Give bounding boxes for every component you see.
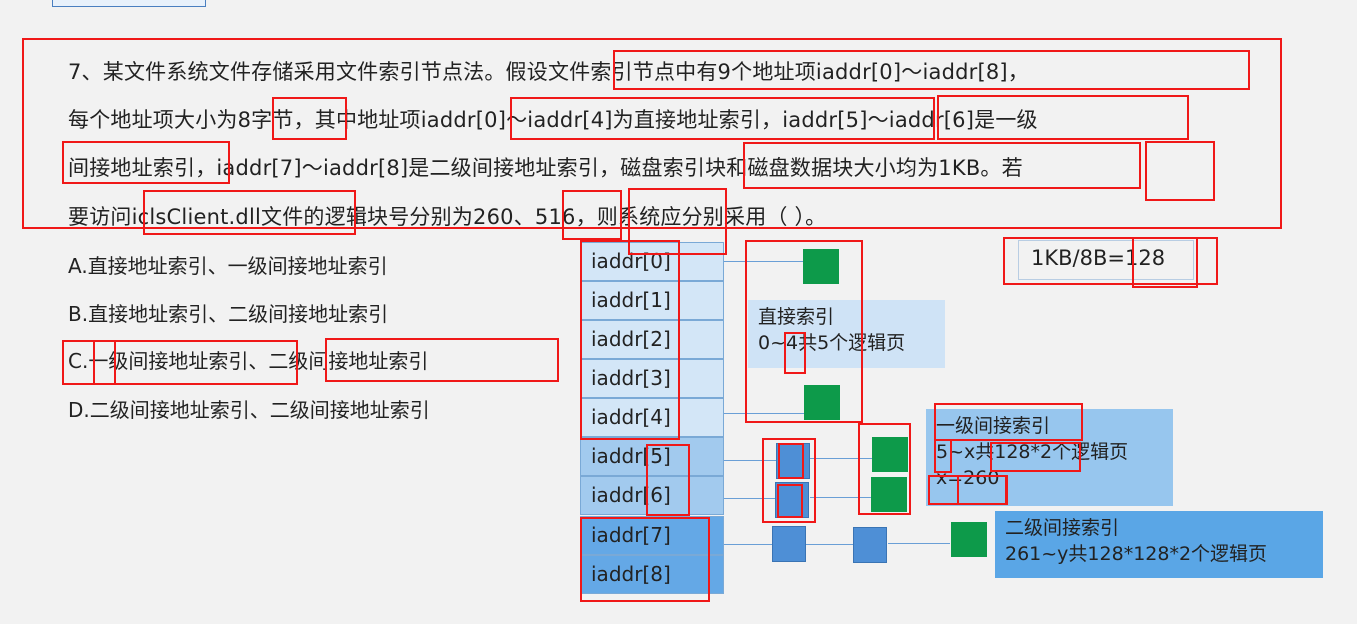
annotation-box xyxy=(957,475,1007,505)
question-line-3: 间接地址索引，iaddr[7]～iaddr[8]是二级间接地址索引，磁盘索引块和… xyxy=(68,156,1023,180)
arrow xyxy=(724,261,804,262)
annotation-box xyxy=(743,142,1141,189)
annotation-box xyxy=(762,438,816,523)
annotation-box xyxy=(22,38,1282,229)
slide-tab xyxy=(52,0,206,7)
arrow xyxy=(724,544,772,545)
iaddr-cell: iaddr[7] xyxy=(580,516,724,555)
annotation-box xyxy=(62,141,230,184)
annotation-box xyxy=(143,190,356,235)
annotation-box xyxy=(990,442,1081,472)
iaddr-cell: iaddr[1] xyxy=(580,281,724,320)
question-line-4: 要访问iclsClient.dll文件的逻辑块号分别为260、516，则系统应分… xyxy=(68,205,827,229)
data-block xyxy=(871,477,907,512)
annotation-box xyxy=(858,423,911,515)
annotation-box xyxy=(272,97,347,140)
arrow xyxy=(724,498,776,499)
option-a: A.直接地址索引、一级间接地址索引 xyxy=(68,254,388,278)
annotation-box xyxy=(1132,237,1198,288)
data-block xyxy=(803,249,839,284)
question-line-1: 7、某文件系统文件存储采用文件索引节点法。假设文件索引节点中有9个地址项iadd… xyxy=(68,60,1030,84)
annotation-box xyxy=(62,340,298,385)
annotation-box xyxy=(93,340,116,385)
direct-index-note: 直接索引 0~4共5个逻辑页 xyxy=(748,300,945,368)
direct-note-title: 直接索引 xyxy=(758,306,835,328)
calc-box: 1KB/8B=128 xyxy=(1018,240,1194,280)
arrow xyxy=(888,543,950,544)
arrow xyxy=(810,458,872,459)
double-note-title: 二级间接索引 xyxy=(1005,517,1120,539)
single-note-title: 一级间接索引 xyxy=(936,415,1051,437)
index-block xyxy=(775,482,809,518)
annotation-box xyxy=(613,50,1250,90)
arrow xyxy=(806,544,854,545)
annotation-box xyxy=(325,338,559,382)
iaddr-cell: iaddr[5] xyxy=(580,437,724,476)
annotation-box xyxy=(562,190,622,240)
option-c: C.一级间接地址索引、二级间接地址索引 xyxy=(68,349,429,373)
arrow xyxy=(810,497,872,498)
single-index-note: 一级间接索引 5~x共128*2个逻辑页 x=260 xyxy=(926,409,1173,506)
annotation-box xyxy=(937,95,1189,140)
annotation-box xyxy=(745,240,863,423)
annotation-box xyxy=(934,403,1083,441)
arrow xyxy=(724,413,804,414)
annotation-box xyxy=(778,443,804,479)
annotation-box xyxy=(628,188,727,255)
annotation-box xyxy=(580,240,680,440)
iaddr-cell: iaddr[2] xyxy=(580,320,724,359)
annotation-box xyxy=(580,517,710,602)
annotation-box xyxy=(1145,141,1215,201)
annotation-box xyxy=(1003,237,1218,285)
annotation-box xyxy=(784,332,806,374)
question-line-2: 每个地址项大小为8字节，其中地址项iaddr[0]～iaddr[4]为直接地址索… xyxy=(68,108,1038,132)
option-b: B.直接地址索引、二级间接地址索引 xyxy=(68,302,389,326)
iaddr-cell: iaddr[3] xyxy=(580,359,724,398)
annotation-box xyxy=(934,439,952,473)
double-note-range: 261~y共128*128*2个逻辑页 xyxy=(1005,543,1268,565)
direct-note-range: 0~4共5个逻辑页 xyxy=(758,332,906,354)
annotation-box xyxy=(510,97,935,140)
iaddr-cell: iaddr[4] xyxy=(580,398,724,437)
iaddr-cell: iaddr[6] xyxy=(580,476,724,515)
index-block xyxy=(853,527,887,563)
data-block xyxy=(951,522,987,557)
annotation-box xyxy=(777,484,803,518)
iaddr-cell: iaddr[8] xyxy=(580,555,724,594)
data-block xyxy=(804,385,840,420)
double-index-note: 二级间接索引 261~y共128*128*2个逻辑页 xyxy=(995,511,1323,578)
data-block xyxy=(872,437,908,472)
index-block xyxy=(772,526,806,562)
option-d: D.二级间接地址索引、二级间接地址索引 xyxy=(68,398,430,422)
arrow xyxy=(724,460,776,461)
annotation-box xyxy=(646,444,690,516)
